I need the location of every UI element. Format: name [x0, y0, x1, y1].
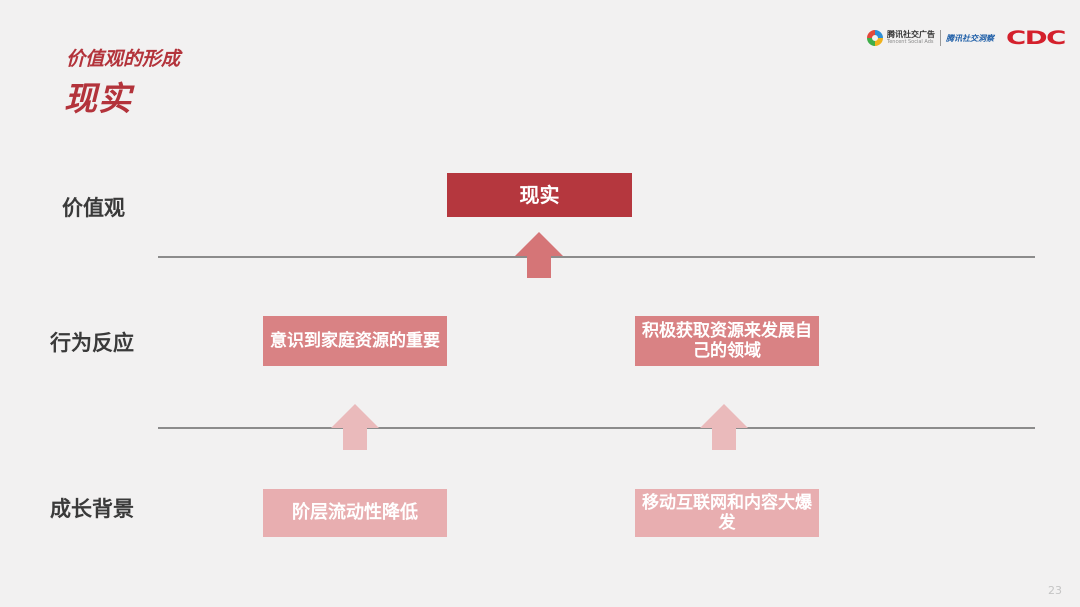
logo-divider — [940, 30, 941, 46]
slide-title: 现实 — [64, 79, 132, 118]
box-response-left: 意识到家庭资源的重要 — [263, 316, 447, 366]
divider-line-lower — [158, 427, 1035, 429]
tencent-pinwheel-icon — [867, 30, 883, 46]
arrow-up-icon-background-left — [331, 404, 379, 450]
cdc-logo: CDC — [1006, 27, 1066, 49]
row-label-values: 价值观 — [62, 196, 125, 220]
box-background-right: 移动互联网和内容大爆发 — [635, 489, 819, 537]
box-response-right: 积极获取资源来发展自己的领域 — [635, 316, 819, 366]
divider-line-upper — [158, 256, 1035, 258]
tencent-insight-logo: 腾讯社交洞察 — [946, 33, 994, 43]
page-number: 23 — [1048, 584, 1062, 597]
box-background-left: 阶层流动性降低 — [263, 489, 447, 537]
arrow-up-icon-response-to-values — [515, 232, 563, 278]
logo-bar: 腾讯社交广告 Tencent Social Ads 腾讯社交洞察 CDC — [866, 27, 1066, 49]
box-values-reality: 现实 — [447, 173, 632, 217]
arrow-up-icon-background-right — [700, 404, 748, 450]
tencent-logo-cn: 腾讯社交广告 — [887, 29, 935, 39]
row-label-background: 成长背景 — [50, 497, 134, 521]
tencent-social-ads-logo: 腾讯社交广告 Tencent Social Ads — [866, 29, 935, 47]
slide-subtitle: 价值观的形成 — [66, 48, 181, 70]
tencent-logo-en: Tencent Social Ads — [887, 38, 934, 45]
row-label-response: 行为反应 — [50, 331, 134, 355]
